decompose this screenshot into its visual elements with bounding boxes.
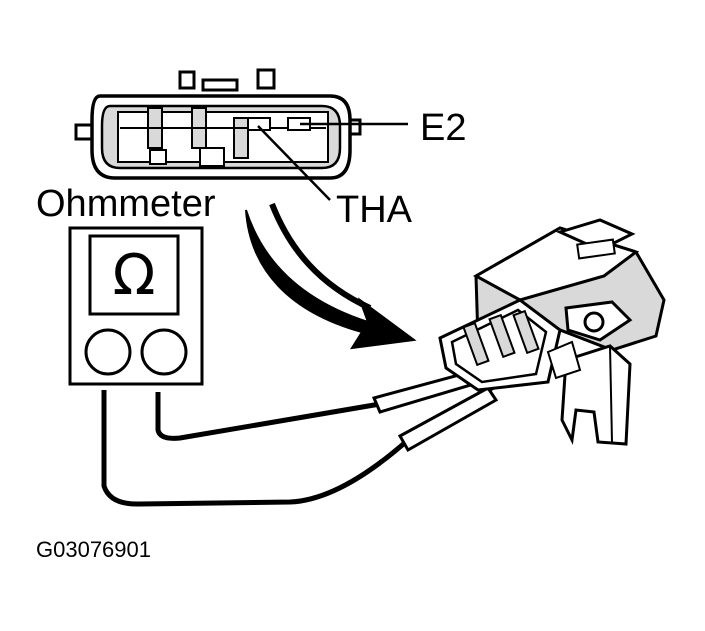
omega-symbol: Ω	[112, 242, 156, 308]
lead-wire-1	[155, 392, 381, 441]
ohmmeter-label: Ohmmeter	[36, 183, 216, 225]
ohmmeter-icon	[68, 226, 204, 386]
intake-air-temp-sensor-icon	[438, 218, 666, 446]
connector-face-icon	[74, 68, 362, 180]
figure-code: G03076901	[36, 537, 151, 562]
curved-arrow-icon	[245, 209, 417, 350]
tha-leader-line	[257, 125, 331, 201]
tha-terminal-label: THA	[336, 189, 412, 231]
e2-terminal-label: E2	[420, 107, 467, 149]
lead-wire-2	[101, 390, 410, 507]
